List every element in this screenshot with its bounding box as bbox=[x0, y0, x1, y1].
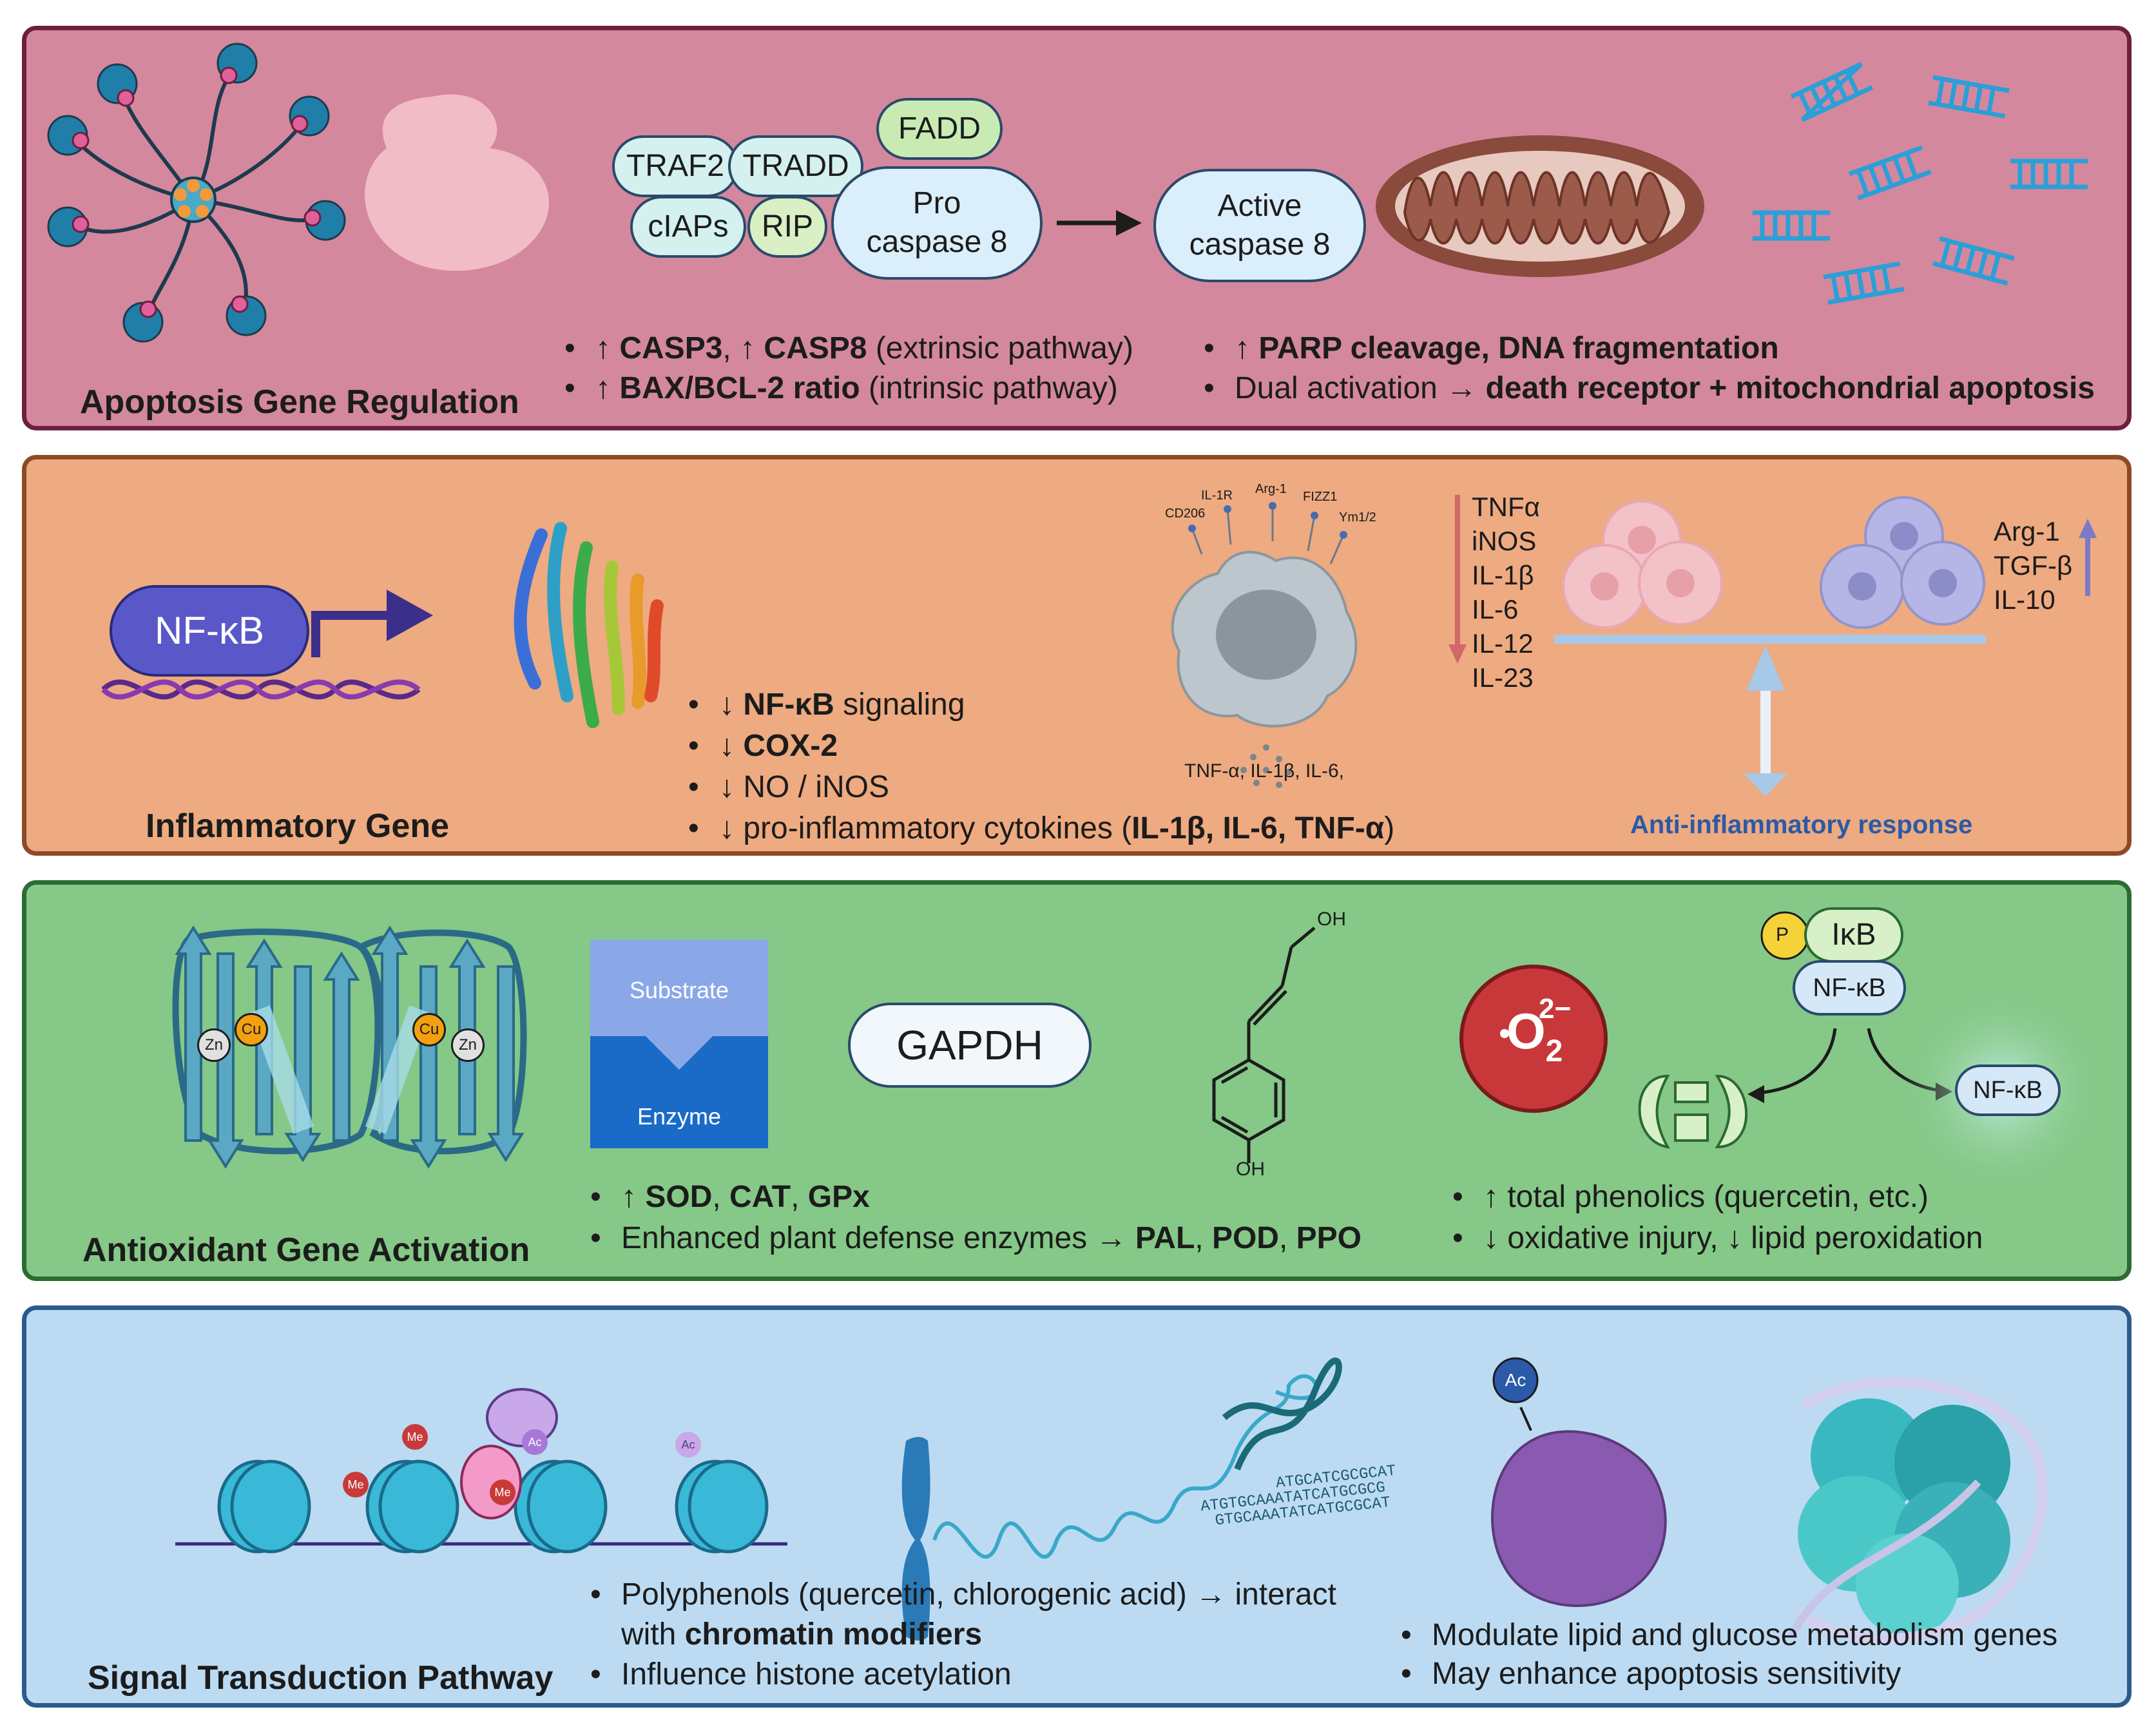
arrow-to-degradation-icon bbox=[1758, 1028, 1837, 1095]
zinc-label-2: Zn bbox=[451, 1028, 485, 1062]
bullet-bax: ↑ BAX/BCL-2 ratio (intrinsic pathway) bbox=[559, 369, 1133, 409]
receptor-arg1: Arg-1 bbox=[1255, 482, 1287, 496]
substrate-label: Substrate bbox=[629, 977, 729, 1003]
down-arrow-icon bbox=[1449, 495, 1467, 664]
up-item: Arg-1 bbox=[1994, 516, 2060, 546]
tradd-protein: TRADD bbox=[728, 135, 863, 197]
signal-bullets-right: Modulate lipid and glucose metabolism ge… bbox=[1396, 1616, 2057, 1693]
bullet-histone: Influence histone acetylation bbox=[585, 1655, 1336, 1695]
copper-label-2: Cu bbox=[412, 1013, 446, 1046]
up-item: IL-10 bbox=[1994, 584, 2055, 615]
up-item: TGF-β bbox=[1994, 550, 2073, 581]
ikb-protein: IκB bbox=[1804, 907, 1903, 963]
molecule-structure-icon bbox=[1212, 927, 1316, 1163]
receptor-il1r: IL-1R bbox=[1201, 488, 1233, 503]
down-item: IL-1β bbox=[1472, 560, 1534, 590]
antioxidant-bullets-left: ↑ SOD, CAT, GPx Enhanced plant defense e… bbox=[585, 1177, 1362, 1259]
bullet-sod: ↑ SOD, CAT, GPx bbox=[585, 1177, 1362, 1218]
proinflammatory-list: TNFα iNOS IL-1β IL-6 IL-12 IL-23 bbox=[1472, 490, 1540, 695]
reader-protein-icon bbox=[460, 1445, 522, 1519]
nfkb-transcription-factor: NF-κB bbox=[110, 585, 309, 677]
mitochondrion-icon bbox=[1376, 135, 1704, 277]
cell-blob-icon bbox=[365, 94, 550, 271]
protein-ribbon-icon bbox=[514, 522, 664, 728]
bullet-no: ↓ NO / iNOS bbox=[683, 767, 1394, 808]
enzyme-label: Enzyme bbox=[637, 1103, 722, 1130]
receptor-cd206: CD206 bbox=[1165, 506, 1206, 521]
double-arrow-icon bbox=[1744, 691, 1787, 796]
down-item: IL-23 bbox=[1472, 662, 1534, 693]
superoxide-icon bbox=[1459, 965, 1608, 1113]
ciaps-protein: cIAPs bbox=[630, 196, 746, 258]
signal-bullets-left: Polyphenols (quercetin, chlorogenic acid… bbox=[585, 1575, 1336, 1695]
copper-label: Cu bbox=[235, 1013, 268, 1046]
bullet-oxidative: ↓ oxidative injury, ↓ lipid peroxidation bbox=[1447, 1218, 1983, 1259]
receptor-ym12: Ym1/2 bbox=[1339, 510, 1376, 525]
down-item: IL-6 bbox=[1472, 594, 1519, 624]
bullet-phenolics: ↑ total phenolics (quercetin, etc.) bbox=[1447, 1177, 1983, 1218]
acetyl-mark-2: Ac bbox=[675, 1432, 701, 1458]
methyl-mark-3: Me bbox=[490, 1479, 515, 1505]
nfkb-free-protein: NF-κB bbox=[1955, 1064, 2061, 1116]
apoptosis-title: Apoptosis Gene Regulation bbox=[80, 383, 519, 421]
down-item: IL-12 bbox=[1472, 628, 1534, 659]
acetylated-protein-icon bbox=[1491, 1430, 1667, 1608]
down-item: iNOS bbox=[1472, 526, 1537, 556]
balance-fulcrum-icon bbox=[1746, 646, 1785, 691]
acetyl-label: Ac bbox=[1505, 1370, 1526, 1390]
bullet-cytokines: ↓ pro-inflammatory cytokines (IL-1β, IL-… bbox=[683, 808, 1394, 849]
acetyl-group-icon bbox=[1492, 1357, 1539, 1403]
bullet-metabolism: Modulate lipid and glucose metabolism ge… bbox=[1396, 1616, 2057, 1655]
up-arrow-icon bbox=[2079, 519, 2097, 596]
apoptosis-bullets-left: ↑ CASP3, ↑ CASP8 (extrinsic pathway) ↑ B… bbox=[559, 329, 1133, 409]
nfkb-bound-protein: NF-κB bbox=[1793, 960, 1906, 1016]
down-item: TNFα bbox=[1472, 492, 1540, 522]
bullet-casp: ↑ CASP3, ↑ CASP8 (extrinsic pathway) bbox=[559, 329, 1133, 369]
bullet-chromatin: with chromatin modifiers bbox=[621, 1617, 983, 1652]
uncoiled-dna-icon bbox=[932, 1374, 1318, 1559]
fadd-protein: FADD bbox=[876, 98, 1003, 160]
gapdh-protein: GAPDH bbox=[848, 1003, 1092, 1088]
acetyl-mark-1: Ac bbox=[522, 1429, 548, 1455]
antioxidant-title: Antioxidant Gene Activation bbox=[82, 1231, 530, 1269]
methyl-mark-1: Me bbox=[343, 1472, 369, 1498]
bullet-cox2: ↓ COX-2 bbox=[683, 726, 1394, 767]
bullet-polyphenols: Polyphenols (quercetin, chlorogenic acid… bbox=[585, 1575, 1336, 1615]
antiinflammatory-list: Arg-1 TGF-β IL-10 bbox=[1994, 514, 2072, 617]
receptor-fizz1: FIZZ1 bbox=[1303, 490, 1338, 504]
rip-protein: RIP bbox=[747, 196, 827, 258]
balance-beam-icon bbox=[1554, 635, 1986, 644]
bullet-sensitivity: May enhance apoptosis sensitivity bbox=[1396, 1655, 2057, 1693]
hydroxyl-top-label: OH bbox=[1317, 909, 1346, 930]
procaspase-8: Pro caspase 8 bbox=[831, 166, 1043, 280]
dna-fragment-icons bbox=[1753, 62, 2088, 305]
apoptosis-illustrations bbox=[47, 43, 2088, 343]
double-helix-icon bbox=[1222, 1357, 1342, 1470]
substrate-enzyme-icon bbox=[590, 939, 768, 1148]
methyl-mark-2: Me bbox=[402, 1424, 428, 1450]
degraded-ikb-icon bbox=[1638, 1074, 1747, 1149]
bullet-nfkb: ↓ NF-κB signaling bbox=[683, 684, 1394, 726]
inflammatory-illustrations bbox=[101, 495, 2097, 796]
traf2-protein: TRAF2 bbox=[612, 135, 738, 197]
signal-title: Signal Transduction Pathway bbox=[88, 1659, 553, 1697]
bullet-dual: Dual activation → death receptor + mitoc… bbox=[1198, 369, 2095, 409]
inflammatory-bullets: ↓ NF-κB signaling ↓ COX-2 ↓ NO / iNOS ↓ … bbox=[683, 684, 1394, 849]
dna-helix-icon bbox=[101, 679, 421, 700]
receptor-cluster-icon bbox=[47, 43, 346, 343]
bullet-parp: ↑ PARP cleavage, DNA fragmentation bbox=[1198, 329, 2095, 369]
active-caspase-8: Active caspase 8 bbox=[1153, 169, 1366, 282]
phosphate-label: P bbox=[1776, 924, 1789, 945]
promoter-arrow-icon bbox=[311, 611, 393, 657]
apoptosis-bullets-right: ↑ PARP cleavage, DNA fragmentation Dual … bbox=[1198, 329, 2095, 409]
zinc-label: Zn bbox=[197, 1028, 231, 1062]
antioxidant-bullets-right: ↑ total phenolics (quercetin, etc.) ↓ ox… bbox=[1447, 1177, 1983, 1259]
inflammatory-title: Inflammatory Gene bbox=[146, 807, 450, 845]
nucleosome-3d-icon bbox=[1787, 1377, 2048, 1644]
bullet-plant-defense: Enhanced plant defense enzymes → PAL, PO… bbox=[585, 1218, 1362, 1259]
anti-inflammatory-label: Anti-inflammatory response bbox=[1630, 811, 1973, 839]
nucleosome-icons bbox=[217, 1459, 769, 1554]
